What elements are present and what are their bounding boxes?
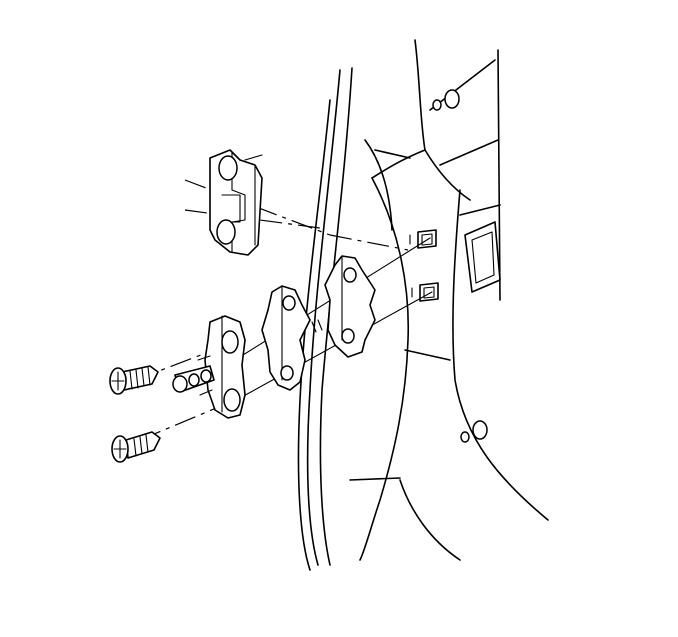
shim-plate-rear (311, 255, 376, 358)
door-frame (297, 39, 549, 571)
screws (109, 365, 161, 463)
screw-lower (111, 431, 161, 463)
frame-hole (472, 420, 488, 440)
screw-upper (109, 365, 159, 395)
striker (172, 315, 246, 419)
shim-plate-front (261, 285, 311, 391)
anchor-slots (409, 229, 439, 302)
frame-hole (432, 99, 442, 111)
upper-cover-plate (209, 149, 263, 256)
frame-hole (460, 431, 470, 443)
frame-hole (444, 89, 460, 109)
